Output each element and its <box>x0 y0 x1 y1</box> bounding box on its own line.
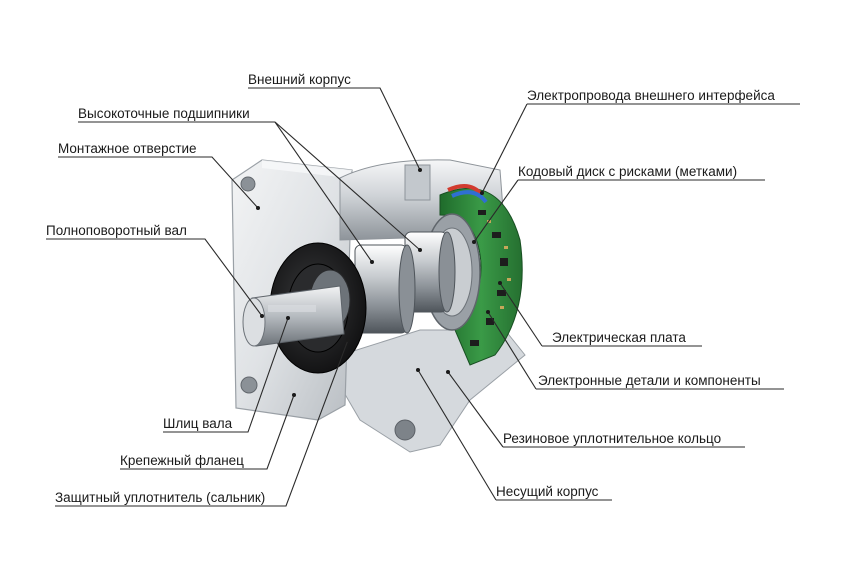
label-outer-housing: Внешний корпус <box>248 72 351 87</box>
leader-lines <box>46 87 800 507</box>
label-bearing-housing: Несущий корпус <box>496 484 599 499</box>
interface-wires-shape <box>447 184 484 197</box>
label-protective-seal: Защитный уплотнитель (сальник) <box>55 490 266 505</box>
label-circuit-board: Электрическая плата <box>552 330 686 345</box>
leader-endpoints <box>256 168 502 397</box>
label-rubber-o-ring: Резиновое уплотнительное кольцо <box>503 431 722 446</box>
label-full-rotation-shaft: Полноповоротный вал <box>46 223 187 238</box>
mounting-hole-top <box>240 176 256 192</box>
label-shaft-slot: Шлиц вала <box>163 416 233 431</box>
label-electronic-components: Электронные детали и компоненты <box>538 373 761 388</box>
label-mounting-hole: Монтажное отверстие <box>58 141 197 156</box>
housing-hole <box>394 419 416 441</box>
encoder-body <box>231 159 526 453</box>
mounting-hole-bottom <box>240 376 258 394</box>
label-mounting-flange: Крепежный фланец <box>120 453 244 468</box>
label-code-disk: Кодовый диск с рисками (метками) <box>518 164 738 179</box>
label-external-interface-wires: Электропровода внешнего интерфейса <box>527 88 775 103</box>
label-precision-bearings: Высокоточные подшипники <box>78 106 250 121</box>
electronic-components-shape <box>470 210 508 346</box>
